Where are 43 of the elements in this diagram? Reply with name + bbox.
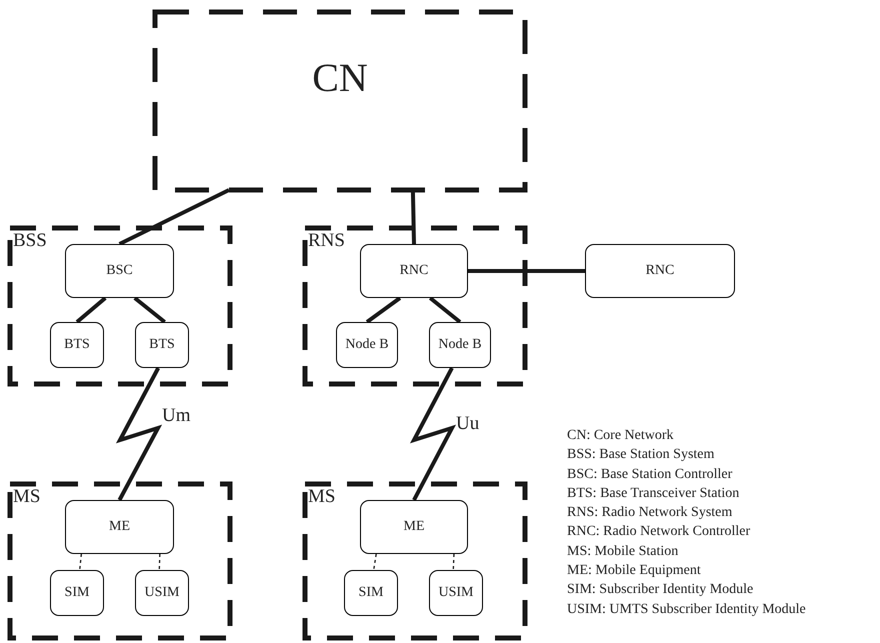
connector-line [134,296,166,324]
dashed-group-frame [305,228,525,384]
rounded-box: RNC [585,244,735,298]
group-label: BSS [13,231,47,250]
rounded-box: BSC [65,244,174,298]
legend-text: BTS: Base Transceiver Station [567,484,740,503]
group-label: RNS [308,231,345,250]
legend-text: RNS: Radio Network System [567,504,734,522]
rounded-box: BTS [135,322,189,368]
rounded-box: USIM [429,570,483,616]
connector-line [79,554,82,570]
connector-line [452,554,455,570]
group-label: MS [308,487,336,506]
rounded-box: ME [360,500,468,554]
connector-line [373,554,377,570]
connector-line [158,554,160,570]
legend-text: ME: Mobile Equipment [567,562,702,580]
legend-text: SIM: Subscriber Identity Module [567,581,754,600]
connector-line [366,296,402,324]
legend-text: MS: Mobile Station [567,542,680,561]
rounded-box: Node B [429,322,491,368]
legend-text: USIM: UMTS Subscriber Identity Module [567,600,806,619]
legend-text: BSC: Base Station Controller [567,466,734,484]
rounded-box: USIM [135,570,189,616]
rounded-box: RNC [360,244,468,298]
dashed-group-frame [305,484,525,638]
connector-line [428,296,462,324]
legend-text: CN: Core Network [567,427,675,445]
dashed-group-frame [10,484,230,638]
group-label: MS [13,487,40,506]
legend-text: BSS: Base Station System [567,446,716,464]
connector-line [410,190,416,244]
legend-text: RNC: Radio Network Controller [567,523,752,542]
rounded-box: Node B [336,322,398,368]
group-label: CN [311,58,369,98]
dashed-group-frame [10,228,230,384]
rounded-box: SIM [344,570,398,616]
dashed-group-frame [155,12,525,190]
connector-line [468,269,585,273]
rounded-box: SIM [50,570,104,616]
rounded-box: BTS [50,322,104,368]
connector-line [76,296,107,324]
rounded-box: ME [65,500,174,554]
